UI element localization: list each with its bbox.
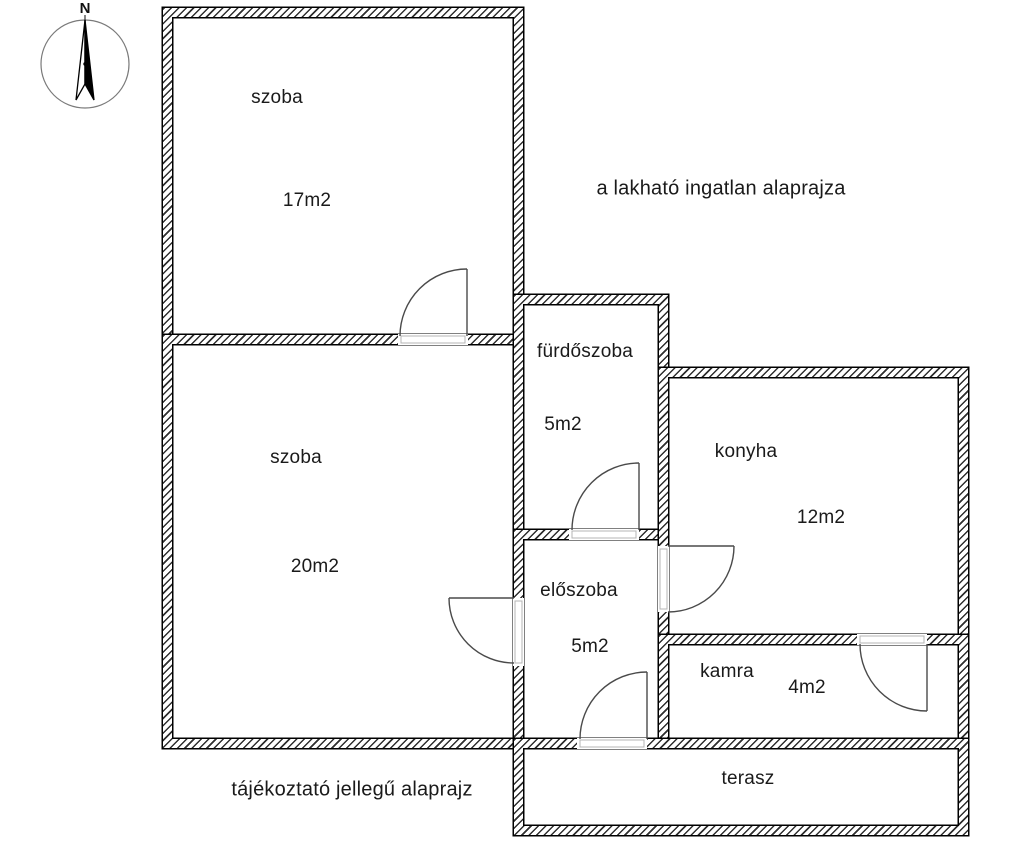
room-label-kamra: kamra: [700, 661, 754, 682]
compass-north-label: N: [80, 0, 91, 17]
room-area-szoba-20: 20m2: [290, 556, 340, 577]
compass-circle: [40, 19, 130, 109]
room-label-konyha: konyha: [714, 441, 778, 462]
compass-center-dot: [83, 62, 87, 66]
room-area-eloszoba: 5m2: [571, 636, 609, 657]
room-label-terasz: terasz: [721, 768, 775, 789]
room-label-szoba-17: szoba: [251, 87, 303, 108]
room-furdoszoba: [514, 295, 668, 539]
room-szoba-17: [163, 8, 523, 344]
room-eloszoba: [514, 530, 668, 748]
room-szoba-20: [163, 335, 523, 748]
plan-title: a lakható ingatlan alaprajza: [596, 177, 846, 200]
room-area-szoba-17: 17m2: [282, 190, 332, 211]
room-area-konyha: 12m2: [796, 507, 846, 528]
room-label-eloszoba: előszoba: [540, 580, 618, 601]
compass-rose: N: [40, 0, 130, 109]
room-konyha: [659, 368, 968, 644]
room-terasz: [514, 739, 968, 835]
room-label-szoba-20: szoba: [270, 447, 322, 468]
compass-needle-west: [75, 19, 86, 101]
plan-footnote: tájékoztató jellegű alaprajz: [231, 778, 473, 801]
room-label-furdoszoba: fürdőszoba: [536, 341, 634, 362]
compass-needle-east: [84, 19, 95, 101]
room-area-furdoszoba: 5m2: [544, 414, 582, 435]
room-area-kamra: 4m2: [788, 677, 826, 698]
